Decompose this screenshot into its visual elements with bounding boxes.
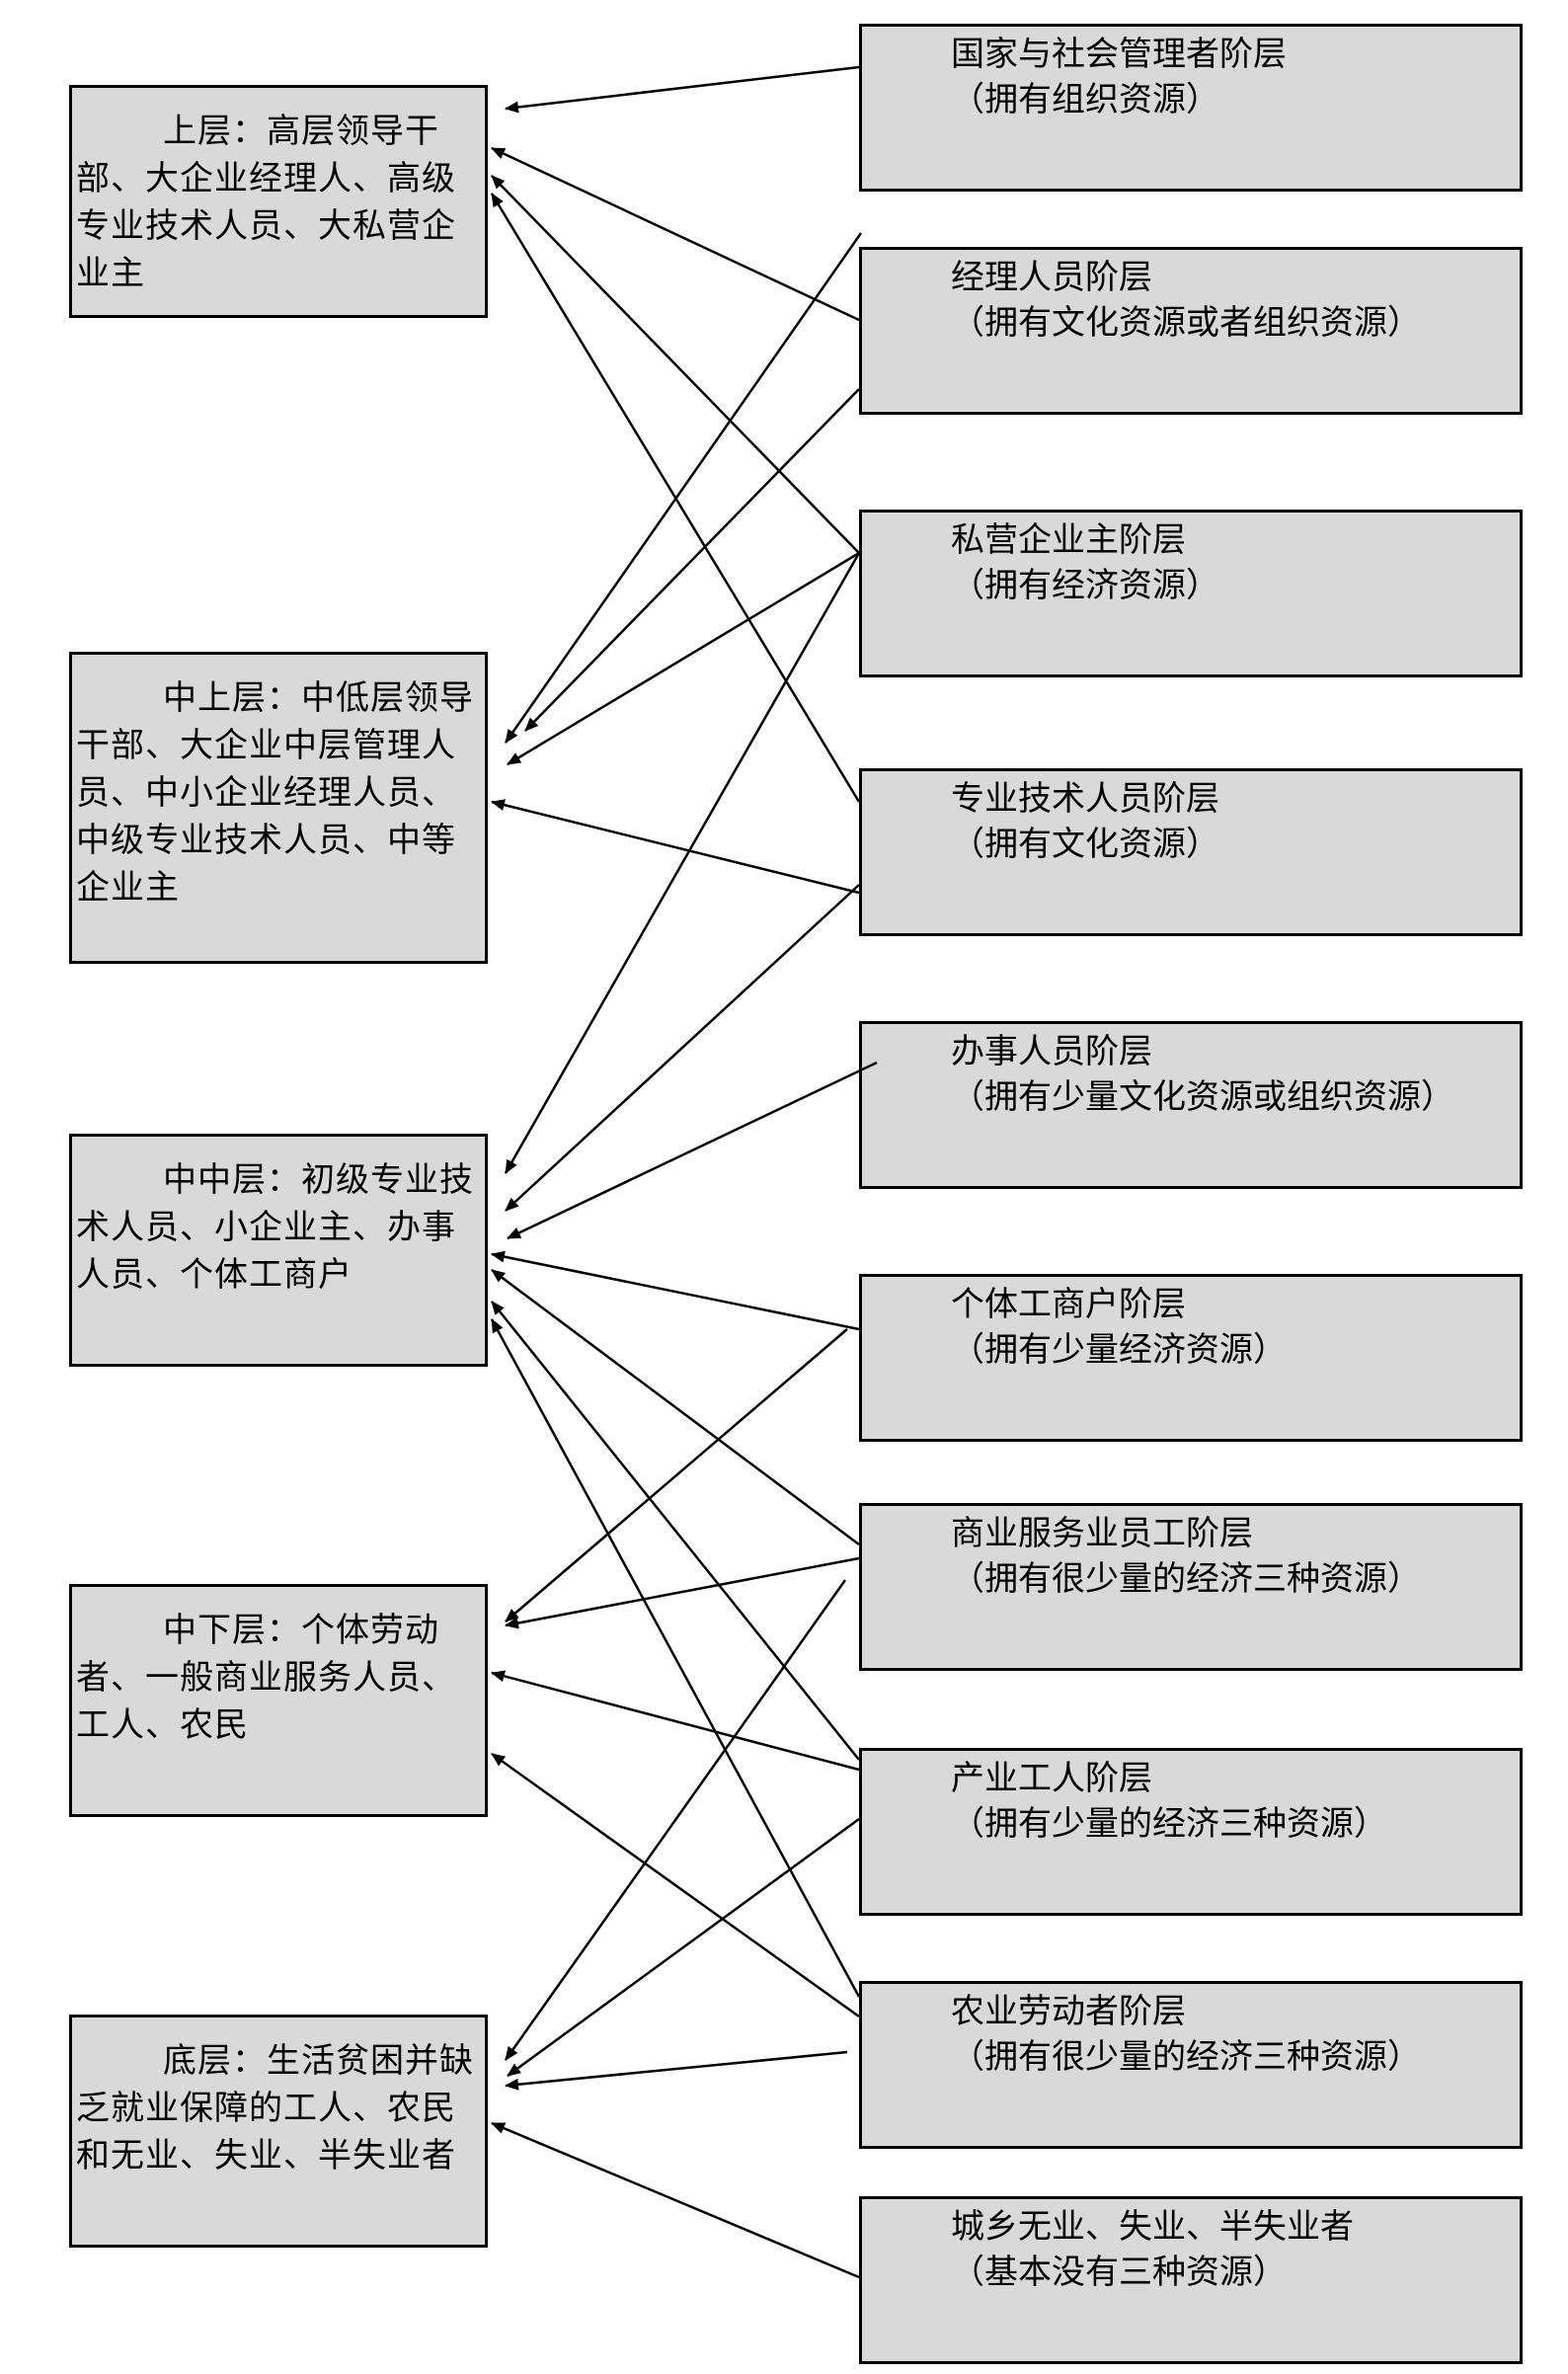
stratum-box-upper-middle: 中上层：中低层领导干部、大企业中层管理人员、中小企业经理人员、中级专业技术人员、…	[69, 652, 488, 964]
arrow-agricultural-workers-to-lower-middle	[491, 1752, 860, 2018]
stratum-label-upper-middle: 中上层：中低层领导干部、大企业中层管理人员、中小企业经理人员、中级专业技术人员、…	[76, 678, 474, 908]
class-resources: （拥有文化资源或者组织资源）	[951, 303, 1421, 343]
arrow-self-employed-to-lower-middle	[505, 1328, 848, 1622]
stratum-box-lower-middle: 中下层：个体劳动者、一般商业服务人员、工人、农民	[69, 1584, 488, 1817]
class-resources: （拥有少量文化资源或组织资源）	[951, 1077, 1454, 1117]
arrow-industrial-workers-to-middle-middle	[491, 1301, 860, 1761]
class-resources: （拥有少量的经济三种资源）	[951, 1804, 1387, 1844]
arrow-managers-to-upper-middle	[524, 388, 860, 732]
class-box-state-managers: 国家与社会管理者阶层 （拥有组织资源）	[859, 24, 1523, 192]
arrow-professionals-to-upper-middle	[491, 799, 860, 895]
class-resources: （基本没有三种资源）	[951, 2253, 1287, 2292]
arrow-agricultural-workers-to-bottom	[505, 2050, 848, 2091]
stratum-box-bottom: 底层：生活贫困并缺乏就业保障的工人、农民和无业、失业、半失业者	[69, 2015, 488, 2248]
arrow-service-workers-to-lower-middle	[505, 1556, 860, 1629]
stratum-label-lower-middle: 中下层：个体劳动者、一般商业服务人员、工人、农民	[76, 1611, 456, 1745]
class-box-self-employed: 个体工商户阶层 （拥有少量经济资源）	[859, 1274, 1523, 1442]
arrow-industrial-workers-to-bottom	[507, 1817, 860, 2078]
arrow-state-managers-to-upper	[505, 65, 860, 114]
class-resources: （拥有文化资源）	[951, 825, 1219, 864]
arrow-self-employed-to-middle-middle	[491, 1250, 860, 1331]
class-resources: （拥有组织资源）	[951, 80, 1219, 119]
class-box-unemployed: 城乡无业、失业、半失业者 （基本没有三种资源）	[859, 2196, 1523, 2364]
class-resources: （拥有经济资源）	[951, 566, 1219, 605]
class-box-private-owners: 私营企业主阶层 （拥有经济资源）	[859, 510, 1523, 677]
stratum-label-bottom: 底层：生活贫困并缺乏就业保障的工人、农民和无业、失业、半失业者	[76, 2041, 474, 2176]
class-box-professionals: 专业技术人员阶层 （拥有文化资源）	[859, 768, 1523, 936]
arrow-managers-to-upper	[491, 146, 860, 322]
class-name: 办事人员阶层	[951, 1032, 1152, 1071]
arrow-unemployed-to-bottom	[491, 2121, 860, 2279]
stratum-box-upper: 上层：高层领导干部、大企业经理人、高级专业技术人员、大私营企业主	[69, 85, 488, 318]
arrow-private-owners-to-upper-middle	[507, 551, 860, 766]
arrow-agricultural-workers-to-middle-middle	[490, 1318, 861, 1998]
class-box-clerks: 办事人员阶层 （拥有少量文化资源或组织资源）	[859, 1021, 1523, 1189]
class-name: 经理人员阶层	[951, 258, 1152, 297]
class-resources: （拥有很少量的经济三种资源）	[951, 1559, 1421, 1599]
class-name: 商业服务业员工阶层	[951, 1514, 1253, 1553]
class-name: 私营企业主阶层	[951, 520, 1186, 560]
arrow-private-owners-to-upper	[491, 175, 860, 554]
class-name: 产业工人阶层	[951, 1759, 1152, 1798]
stratum-label-middle-middle: 中中层：初级专业技术人员、小企业主、办事人员、个体工商户	[76, 1160, 474, 1295]
class-resources: （拥有少量经济资源）	[951, 1330, 1287, 1370]
class-name: 专业技术人员阶层	[951, 779, 1219, 819]
arrow-clerks-to-middle-middle	[507, 1061, 878, 1240]
class-name: 国家与社会管理者阶层	[951, 35, 1287, 74]
class-box-service-workers: 商业服务业员工阶层 （拥有很少量的经济三种资源）	[859, 1503, 1523, 1671]
class-box-agricultural-workers: 农业劳动者阶层 （拥有很少量的经济三种资源）	[859, 1981, 1523, 2149]
arrow-above-to-upper-middle	[504, 232, 863, 744]
arrow-service-workers-to-middle-middle	[491, 1268, 860, 1546]
arrow-industrial-workers-to-lower-middle	[491, 1670, 860, 1772]
stratum-label-upper: 上层：高层领导干部、大企业经理人、高级专业技术人员、大私营企业主	[76, 112, 456, 293]
stratum-box-middle-middle: 中中层：初级专业技术人员、小企业主、办事人员、个体工商户	[69, 1134, 488, 1367]
arrow-private-owners-to-middle-middle	[504, 552, 861, 1174]
class-name: 个体工商户阶层	[951, 1285, 1186, 1324]
arrow-service-workers-to-bottom	[504, 1579, 847, 2061]
class-name: 城乡无业、失业、半失业者	[951, 2207, 1354, 2247]
class-resources: （拥有很少量的经济三种资源）	[951, 2037, 1421, 2077]
arrow-professionals-to-middle-middle	[505, 884, 860, 1212]
class-box-managers: 经理人员阶层 （拥有文化资源或者组织资源）	[859, 247, 1523, 415]
class-name: 农业劳动者阶层	[951, 1992, 1186, 2031]
class-box-industrial-workers: 产业工人阶层 （拥有少量的经济三种资源）	[859, 1748, 1523, 1916]
